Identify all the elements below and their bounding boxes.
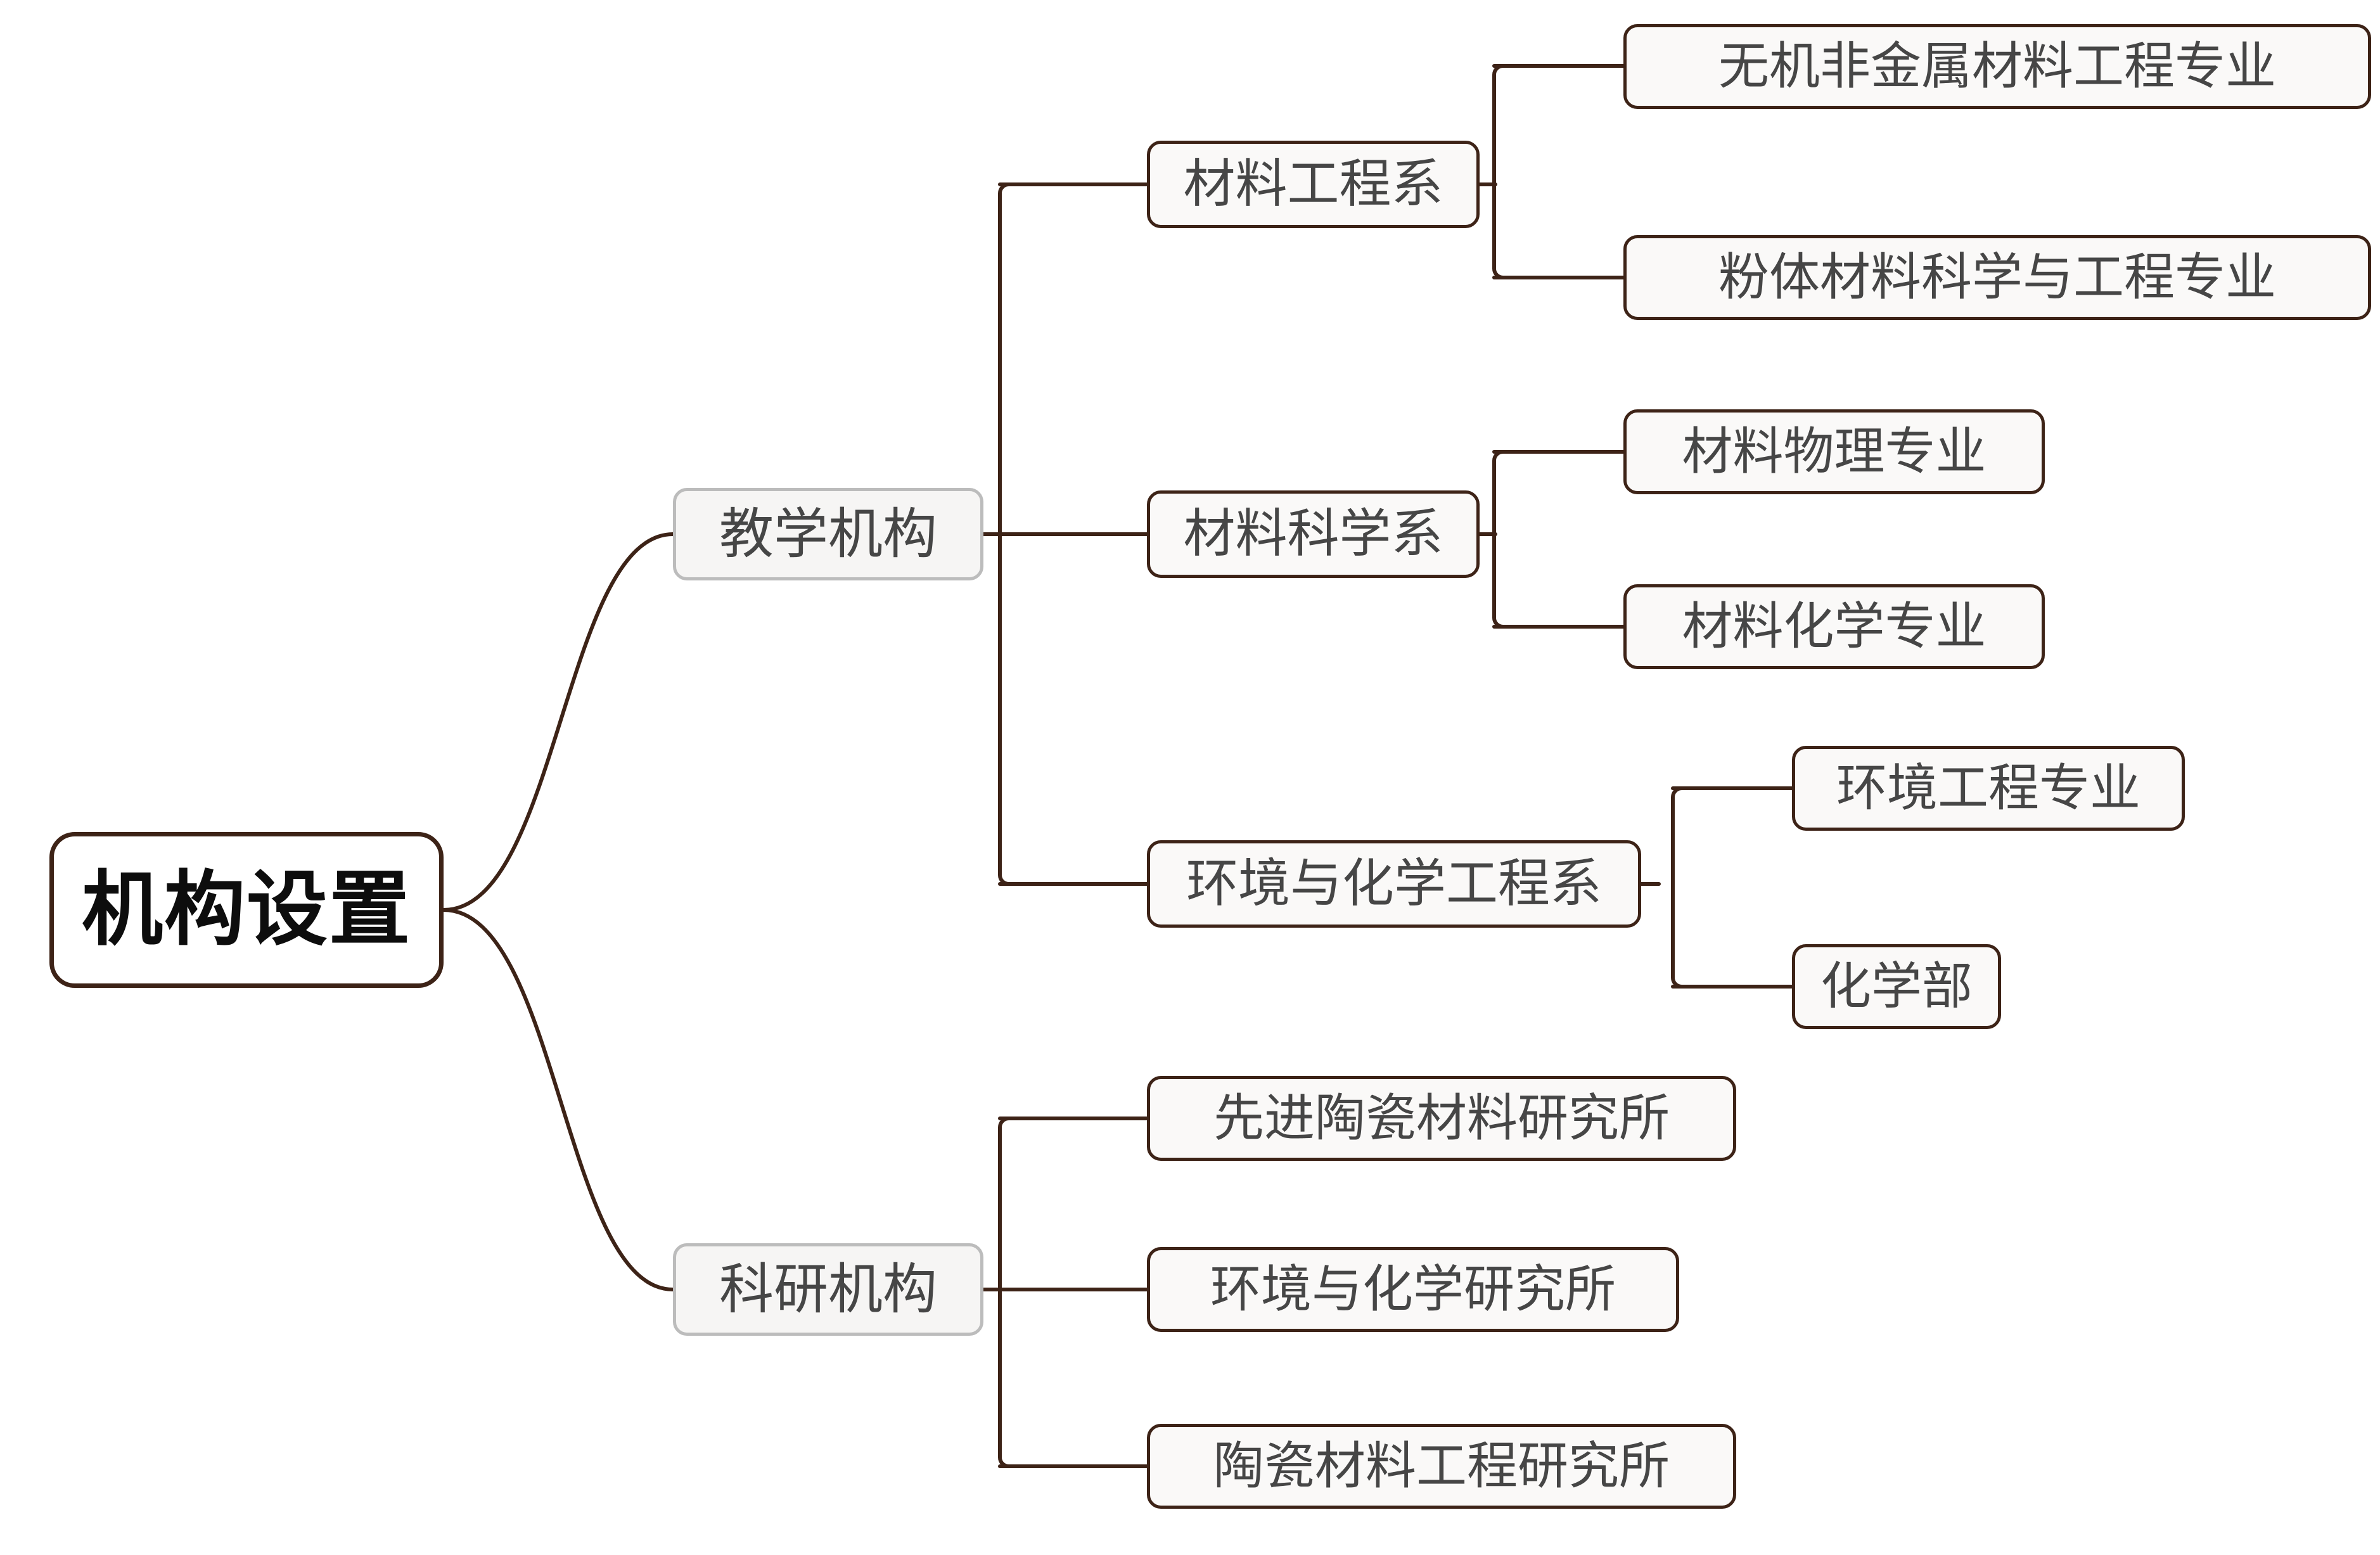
node-inst-advanced-ceramics-label: 先进陶瓷材料研究所 (1213, 1090, 1670, 1146)
node-research-label: 科研机构 (719, 1259, 937, 1320)
node-major-chemistry-division[interactable]: 化学部 (1792, 944, 2001, 1029)
node-inst-ceramic-materials-eng-label: 陶瓷材料工程研究所 (1213, 1438, 1670, 1494)
node-major-inorganic-nonmetal-label: 无机非金属材料工程专业 (1718, 38, 2276, 94)
edge-teaching-spine (998, 182, 1022, 886)
node-major-powder-materials-label: 粉体材料科学与工程专业 (1718, 249, 2276, 305)
edge-research-spine (998, 1117, 1022, 1468)
edge-root-to-teaching (442, 532, 675, 912)
node-major-materials-physics[interactable]: 材料物理专业 (1623, 409, 2045, 494)
edge-dept1-spine (1492, 64, 1516, 279)
edge-dept3-spine (1671, 786, 1695, 989)
node-dept-env-chem-eng-label: 环境与化学工程系 (1186, 855, 1602, 912)
node-major-materials-chemistry[interactable]: 材料化学专业 (1623, 584, 2045, 669)
node-inst-advanced-ceramics[interactable]: 先进陶瓷材料研究所 (1147, 1076, 1736, 1161)
node-teaching[interactable]: 教学机构 (673, 488, 983, 580)
node-dept-materials-science[interactable]: 材料科学系 (1147, 490, 1480, 578)
edge-dept2-spine (1492, 450, 1516, 629)
edge-root-to-research (442, 908, 675, 1291)
node-root-label: 机构设置 (81, 864, 411, 955)
node-major-environmental-eng-label: 环境工程专业 (1836, 760, 2140, 816)
node-major-powder-materials[interactable]: 粉体材料科学与工程专业 (1623, 235, 2371, 320)
node-major-inorganic-nonmetal[interactable]: 无机非金属材料工程专业 (1623, 24, 2371, 109)
node-major-environmental-eng[interactable]: 环境工程专业 (1792, 746, 2185, 831)
node-dept-materials-eng[interactable]: 材料工程系 (1147, 141, 1480, 228)
node-dept-env-chem-eng[interactable]: 环境与化学工程系 (1147, 840, 1641, 928)
node-teaching-label: 教学机构 (719, 504, 937, 565)
node-research[interactable]: 科研机构 (673, 1243, 983, 1336)
node-dept-materials-eng-label: 材料工程系 (1183, 155, 1443, 213)
node-major-materials-chemistry-label: 材料化学专业 (1682, 598, 1987, 655)
node-inst-env-chemistry[interactable]: 环境与化学研究所 (1147, 1247, 1679, 1332)
node-root[interactable]: 机构设置 (49, 832, 444, 988)
node-inst-ceramic-materials-eng[interactable]: 陶瓷材料工程研究所 (1147, 1424, 1736, 1509)
node-inst-env-chemistry-label: 环境与化学研究所 (1210, 1261, 1616, 1317)
node-major-chemistry-division-label: 化学部 (1820, 958, 1973, 1014)
node-dept-materials-science-label: 材料科学系 (1183, 505, 1443, 563)
node-major-materials-physics-label: 材料物理专业 (1682, 423, 1987, 480)
